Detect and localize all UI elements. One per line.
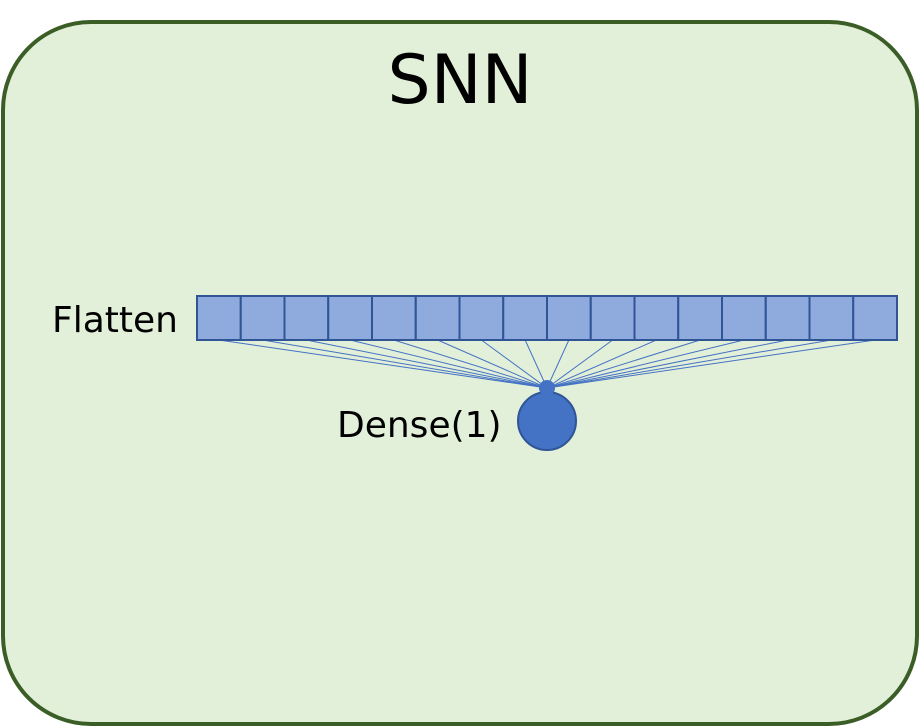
connection-line <box>546 339 613 389</box>
flatten-cell <box>677 295 723 341</box>
flatten-cell <box>808 295 855 341</box>
connection-line <box>546 339 832 389</box>
flatten-cell <box>371 295 417 341</box>
flatten-cell <box>327 295 373 341</box>
connection-line <box>546 339 744 389</box>
connection-line <box>546 339 657 389</box>
flatten-cell <box>546 295 592 341</box>
connection-line <box>306 339 548 389</box>
connection-line <box>437 339 548 389</box>
connection-line <box>262 339 548 389</box>
flatten-cell <box>283 295 330 341</box>
dense-layer-label: Dense(1) <box>337 405 502 446</box>
flatten-layer-cells <box>196 295 898 341</box>
connection-line <box>546 339 701 389</box>
dense-neuron-input-node <box>539 380 555 396</box>
flatten-cell <box>239 295 286 341</box>
flatten-cell <box>458 295 505 341</box>
connection-line <box>481 339 548 389</box>
connection-line <box>524 339 548 389</box>
diagram-title: SNN <box>388 41 533 120</box>
flatten-to-dense-connections <box>218 339 876 389</box>
connection-line <box>546 339 876 389</box>
flatten-cell <box>589 295 636 341</box>
connection-line <box>546 339 788 389</box>
flatten-cell <box>764 295 811 341</box>
connection-line <box>546 339 570 389</box>
flatten-cell <box>196 295 242 341</box>
flatten-cell <box>852 295 898 341</box>
connection-line <box>218 339 548 389</box>
flatten-cell <box>633 295 680 341</box>
dense-neuron <box>517 391 577 451</box>
connection-line <box>393 339 548 389</box>
flatten-layer-label: Flatten <box>52 300 178 341</box>
flatten-cell <box>721 295 767 341</box>
flatten-cell <box>414 295 461 341</box>
flatten-cell <box>502 295 548 341</box>
connection-line <box>350 339 548 389</box>
